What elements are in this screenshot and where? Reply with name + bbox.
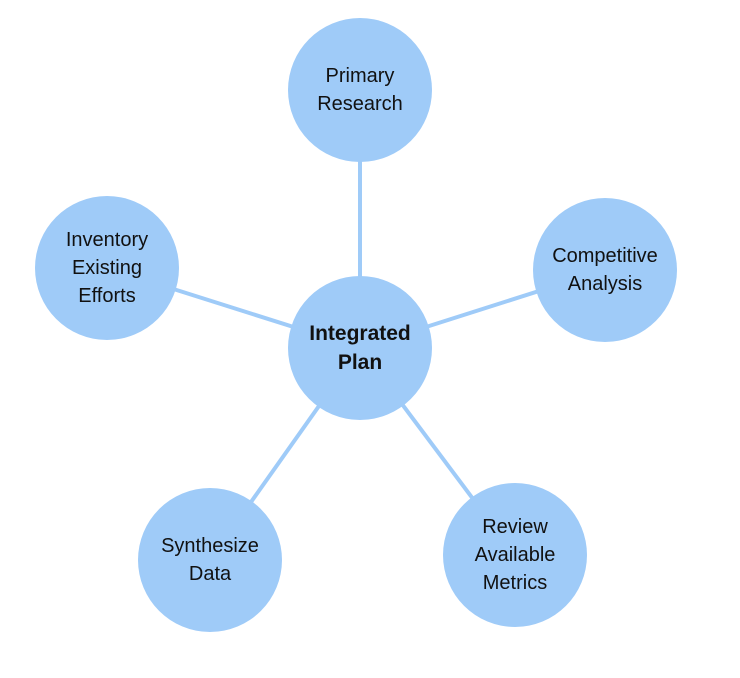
node-label: Synthesize Data xyxy=(161,535,259,585)
node-label: Review Available Metrics xyxy=(474,516,556,594)
node-label: Inventory Existing Efforts xyxy=(65,229,149,307)
center-node-integrated-plan: Integrated Plan xyxy=(288,276,432,420)
node-primary-research: Primary Research xyxy=(288,18,432,162)
node-competitive-analysis: Competitive Analysis xyxy=(533,198,677,342)
node-inventory-existing-efforts: Inventory Existing Efforts xyxy=(35,196,179,340)
node-label: Competitive Analysis xyxy=(552,245,658,295)
node-review-available-metrics: Review Available Metrics xyxy=(443,483,587,627)
node-synthesize-data: Synthesize Data xyxy=(138,488,282,632)
node-label: Primary Research xyxy=(317,65,403,115)
center-node-label: Integrated Plan xyxy=(309,322,411,374)
